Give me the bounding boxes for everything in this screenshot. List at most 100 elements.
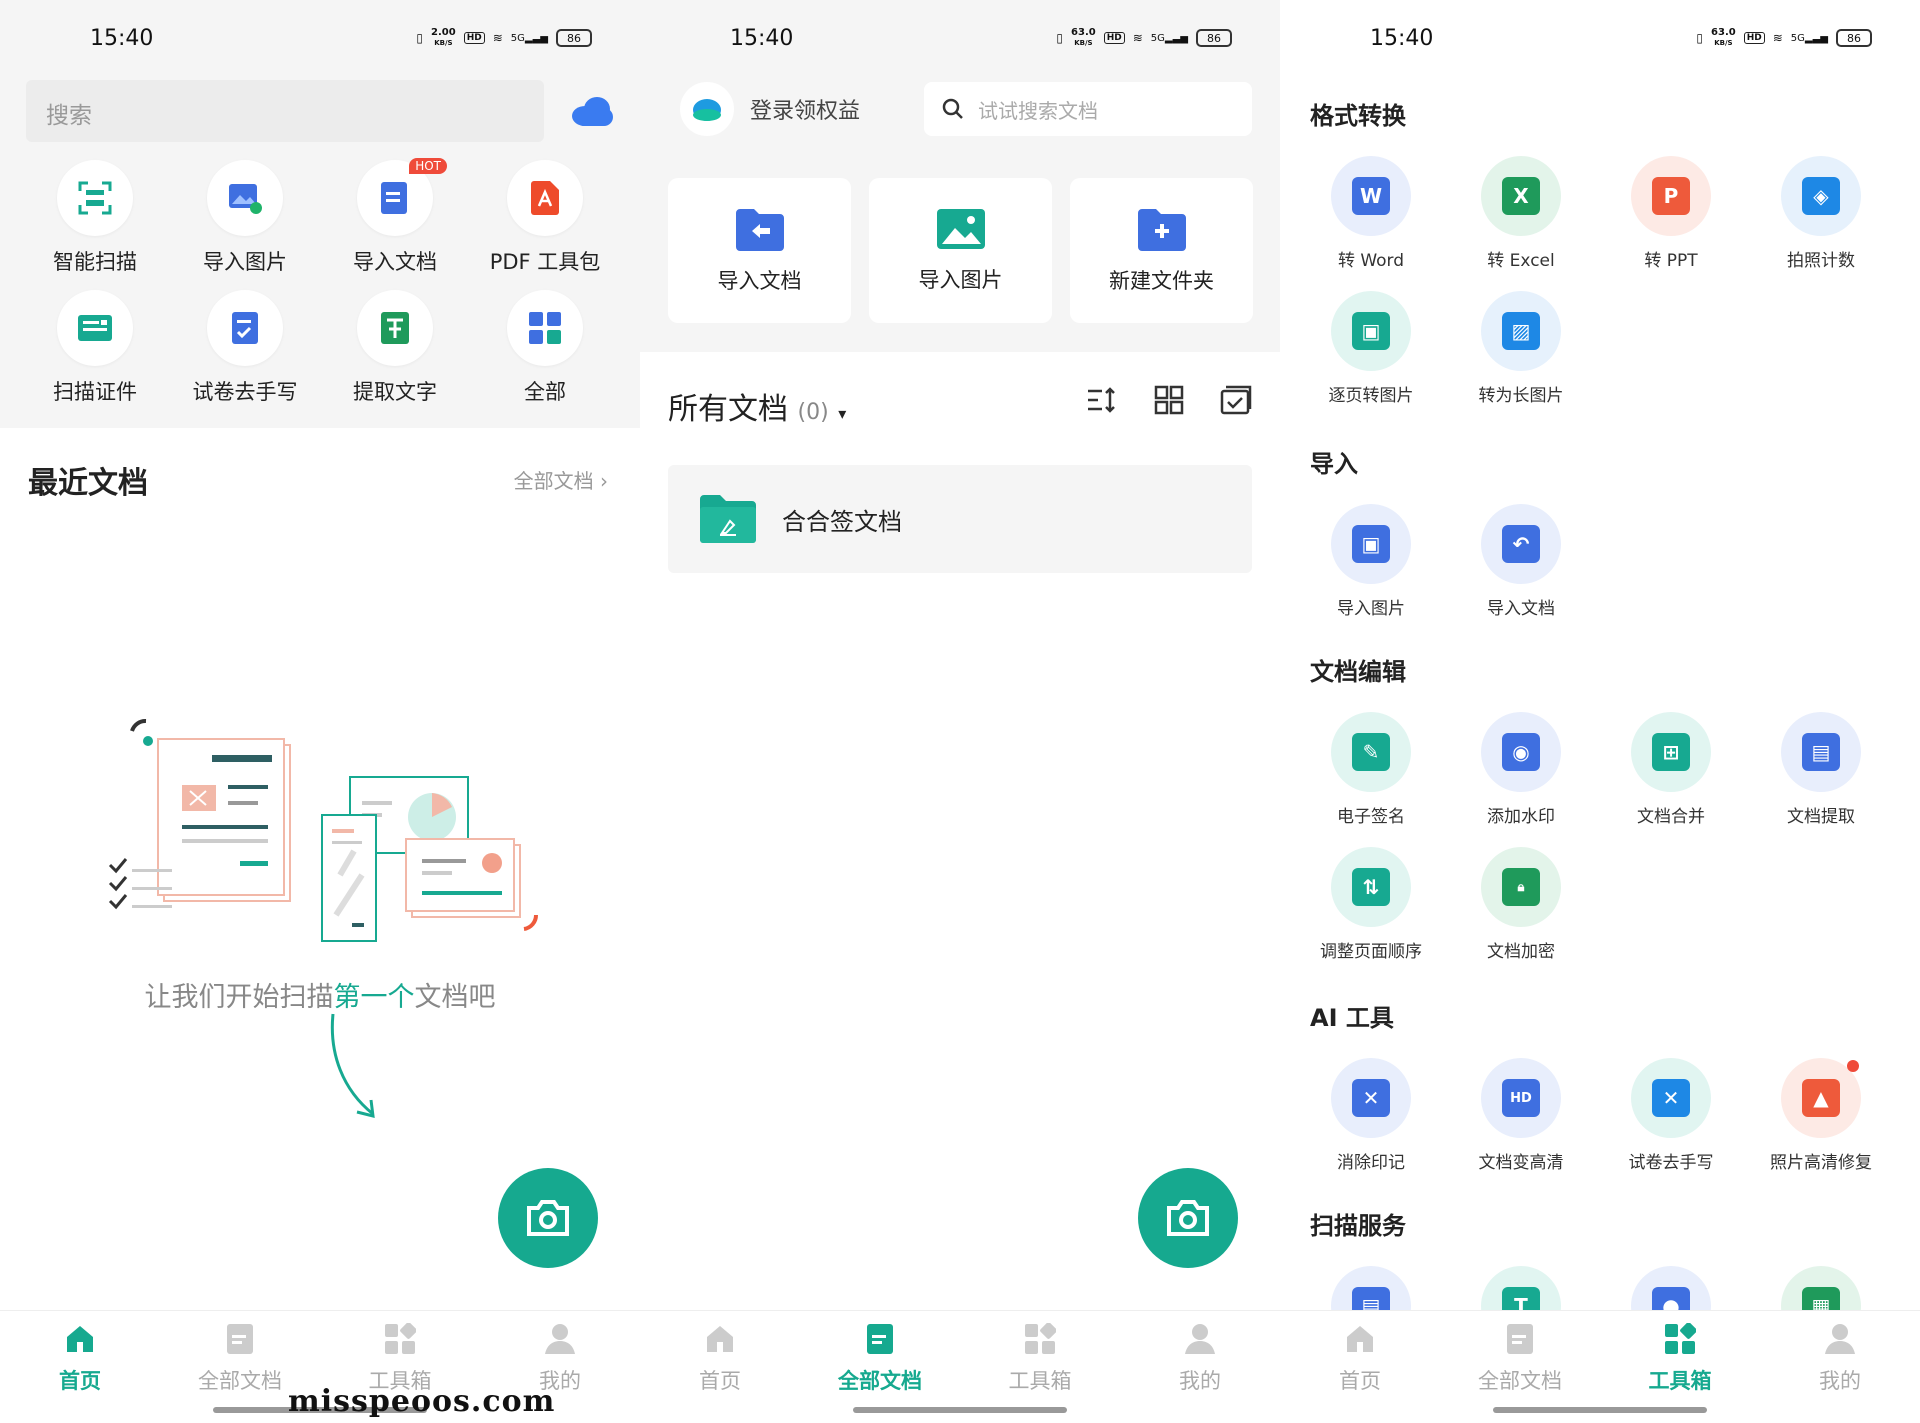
section-title: 扫描服务 [1310,1212,1406,1240]
nav-home[interactable]: 首页 [640,1311,800,1423]
tool-label: 转 PPT [1644,251,1698,271]
nav-me[interactable]: 我的 [480,1311,640,1423]
nav-toolbox[interactable]: 工具箱 [320,1311,480,1423]
nav-all-docs[interactable]: 全部文档 [160,1311,320,1423]
nav-all-docs[interactable]: 全部文档 [1440,1311,1600,1423]
quick-item-import-doc[interactable]: HOT 导入文档 [320,158,470,276]
tool-item[interactable]: ◉添加水印 [1446,712,1596,827]
quick-item-extract-text[interactable]: 提取文字 [320,290,470,406]
camera-button[interactable] [498,1168,598,1268]
nav-toolbox[interactable]: 工具箱 [960,1311,1120,1423]
tool-item[interactable]: ↶导入文档 [1446,504,1596,619]
page-to-image-icon: ▣ [1331,291,1411,371]
grid-icon [507,290,583,366]
quick-item-all[interactable]: 全部 [470,290,620,406]
hd-badge: HD [1103,32,1125,44]
empty-state-message: 让我们开始扫描第一个文档吧 [144,982,496,1013]
login-label: 登录领权益 [750,99,861,124]
nav-toolbox[interactable]: 工具箱 [1600,1311,1760,1423]
card-new-folder[interactable]: 新建文件夹 [1070,178,1253,323]
camera-button[interactable] [1138,1168,1238,1268]
user-icon [542,1321,578,1357]
search-icon [942,98,963,119]
quick-label: 试卷去手写 [192,380,298,404]
import-doc-folder-icon [735,208,784,251]
wifi-icon: ≋ [1132,31,1143,45]
grid-view-icon[interactable] [1154,385,1184,415]
card-import-doc[interactable]: 导入文档 [668,178,851,323]
tool-label: 添加水印 [1487,807,1555,827]
sort-icon[interactable] [1086,385,1118,415]
tool-item[interactable]: ✎电子签名 [1296,712,1446,827]
quick-item-smart-scan[interactable]: 智能扫描 [20,160,170,276]
recent-docs-title: 最近文档 [28,466,148,501]
extract-icon: ▤ [1781,712,1861,792]
nav-me[interactable]: 我的 [1760,1311,1920,1423]
nav-home[interactable]: 首页 [0,1311,160,1423]
erase-mark-icon: ✕ [1331,1058,1411,1138]
tool-item[interactable]: ✕消除印记 [1296,1058,1446,1173]
hd-badge: HD [463,32,485,44]
tool-item[interactable]: ▤文档提取 [1746,712,1896,827]
tool-grid: ✎电子签名◉添加水印⊞文档合并▤文档提取 ⇅调整页面顺序🔒︎文档加密 [1280,712,1896,962]
quick-item-exam[interactable]: 试卷去手写 [170,290,320,406]
multi-select-icon[interactable] [1220,385,1252,415]
quick-item-scan-id[interactable]: 扫描证件 [20,290,170,406]
user-icon [1822,1321,1858,1357]
merge-icon: ⊞ [1631,712,1711,792]
quick-label: 导入文档 [353,250,437,274]
tool-item[interactable]: ⇅调整页面顺序 [1296,847,1446,962]
tool-item[interactable]: ▣逐页转图片 [1296,291,1446,406]
tool-item[interactable]: ⊞文档合并 [1596,712,1746,827]
section-title: 格式转换 [1310,102,1406,130]
long-image-icon: ▨ [1481,291,1561,371]
login-button[interactable]: 登录领权益 [680,82,860,136]
chevron-right-icon: › [600,469,608,493]
tool-item[interactable]: ◈拍照计数 [1746,156,1896,271]
docs-search-input[interactable]: 试试搜索文档 [924,82,1252,136]
search-input[interactable]: 搜索 [26,80,544,142]
cloud-icon[interactable] [570,95,614,127]
tool-item[interactable]: ▨转为长图片 [1446,291,1596,406]
quick-item-import-image[interactable]: 导入图片 [170,160,320,276]
home-indicator[interactable] [213,1407,427,1413]
tool-item[interactable]: ▣导入图片 [1296,504,1446,619]
tool-item[interactable]: 🔒︎文档加密 [1446,847,1596,962]
all-docs-title[interactable]: 所有文档 (0) ▾ [668,392,847,427]
docs-icon [222,1321,258,1357]
quick-label: 导入图片 [203,250,287,274]
nav-all-docs[interactable]: 全部文档 [800,1311,960,1423]
tool-item[interactable]: ▲照片高清修复 [1746,1058,1896,1173]
status-time: 15:40 [730,26,794,51]
folder-item[interactable]: 合合签文档 [668,465,1252,573]
tool-item[interactable]: ✕试卷去手写 [1596,1058,1746,1173]
search-placeholder: 试试搜索文档 [978,98,1098,123]
home-indicator[interactable] [1493,1407,1707,1413]
vibrate-icon: ▯ [1696,31,1704,45]
import-doc-icon: ↶ [1481,504,1561,584]
nav-me[interactable]: 我的 [1120,1311,1280,1423]
tool-label: 电子签名 [1337,807,1405,827]
exam-icon: ✕ [1631,1058,1711,1138]
home-indicator[interactable] [853,1407,1067,1413]
docs-toolbar [1086,385,1252,415]
id-card-icon [57,290,133,366]
card-import-image[interactable]: 导入图片 [869,178,1052,323]
all-docs-link[interactable]: 全部文档 › [513,469,608,493]
quick-item-pdf-toolkit[interactable]: PDF 工具包 [470,160,620,276]
toolbox-icon [1022,1321,1058,1357]
nav-home[interactable]: 首页 [1280,1311,1440,1423]
section-title: 文档编辑 [1310,658,1406,686]
status-time: 15:40 [90,26,154,51]
quick-label: 扫描证件 [53,380,137,404]
